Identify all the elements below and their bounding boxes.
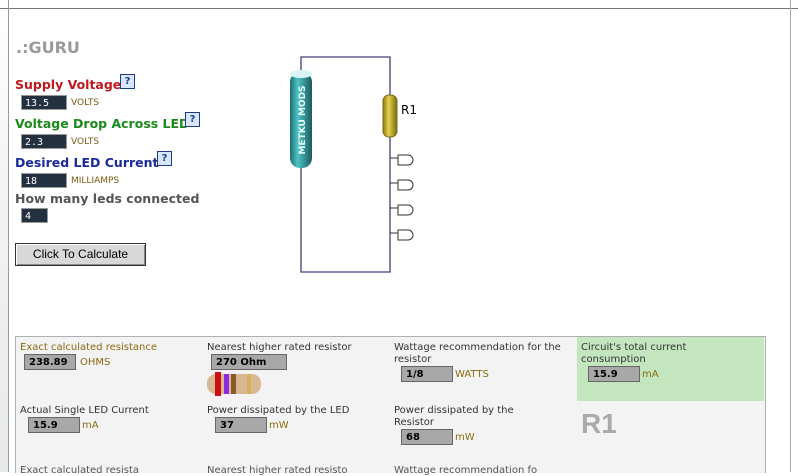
single-led-current-unit: mA	[82, 420, 99, 431]
single-led-current-label: Actual Single LED Current	[20, 405, 149, 416]
voltage-drop-input[interactable]: 2.3	[21, 134, 67, 149]
total-current-unit: mA	[642, 369, 659, 380]
nearest-resistor-label: Nearest higher rated resistor	[207, 342, 352, 353]
battery-icon: METKU MODS	[290, 70, 312, 168]
total-current-value: 15.9	[588, 366, 640, 382]
next-row-label-3: Wattage recommendation fo	[394, 465, 538, 476]
resistor-color-bands-icon	[207, 372, 261, 396]
led-power-unit: mW	[269, 420, 289, 431]
total-current-label: Circuit's total current consumption	[581, 342, 687, 365]
led-current-input[interactable]: 18	[21, 173, 67, 188]
led-icon	[390, 204, 414, 216]
led-power-label: Power dissipated by the LED	[207, 405, 350, 416]
voltage-drop-unit: VOLTS	[71, 137, 100, 147]
supply-voltage-input[interactable]: 13.5	[21, 95, 67, 110]
top-divider	[0, 8, 798, 9]
led-icon	[390, 154, 414, 166]
left-divider	[8, 0, 9, 472]
exact-resistance-value: 238.89	[24, 354, 76, 370]
voltage-drop-help-icon[interactable]: ?	[185, 112, 200, 127]
led-count-input[interactable]: 4	[21, 208, 48, 223]
bottom-wire	[300, 168, 391, 273]
voltage-drop-label: Voltage Drop Across LED	[15, 116, 190, 131]
resistor-power-label: Power dissipated by the Resistor	[394, 405, 514, 428]
nearest-resistor-value: 270 Ohm	[211, 354, 287, 370]
supply-voltage-label: Supply Voltage	[15, 77, 122, 92]
circuit-diagram: METKU MODS R1	[290, 56, 417, 273]
supply-voltage-help-icon[interactable]: ?	[120, 74, 135, 89]
resistor-icon	[382, 94, 398, 138]
right-divider	[790, 0, 791, 472]
battery-label: METKU MODS	[298, 85, 308, 154]
r1-heading: R1	[581, 408, 617, 439]
calculate-button[interactable]: Click To Calculate	[15, 243, 146, 266]
next-row-label-1: Exact calculated resista	[20, 465, 139, 476]
supply-voltage-unit: VOLTS	[71, 98, 100, 108]
next-row-label-2: Nearest higher rated resisto	[207, 465, 348, 476]
page-title: .:GURU	[16, 38, 80, 57]
led-current-unit: MILLIAMPS	[71, 176, 120, 186]
led-count-label: How many leds connected	[15, 191, 200, 206]
resistor-label: R1	[401, 103, 417, 117]
led-icon	[390, 179, 414, 191]
led-current-help-icon[interactable]: ?	[157, 151, 172, 166]
resistor-power-value: 68	[401, 429, 453, 445]
single-led-current-value: 15.9	[28, 417, 80, 433]
led-current-label: Desired LED Current	[15, 155, 159, 170]
wattage-value: 1/8	[401, 366, 453, 382]
resistor-power-unit: mW	[455, 432, 475, 443]
exact-resistance-unit: OHMS	[80, 357, 111, 368]
led-icon	[390, 229, 414, 241]
exact-resistance-label: Exact calculated resistance	[20, 342, 157, 353]
left-margin	[0, 0, 8, 472]
top-wire	[300, 56, 391, 95]
wattage-unit: WATTS	[455, 369, 489, 380]
led-power-value: 37	[215, 417, 267, 433]
wattage-label: Wattage recommendation for the resistor	[394, 342, 561, 365]
